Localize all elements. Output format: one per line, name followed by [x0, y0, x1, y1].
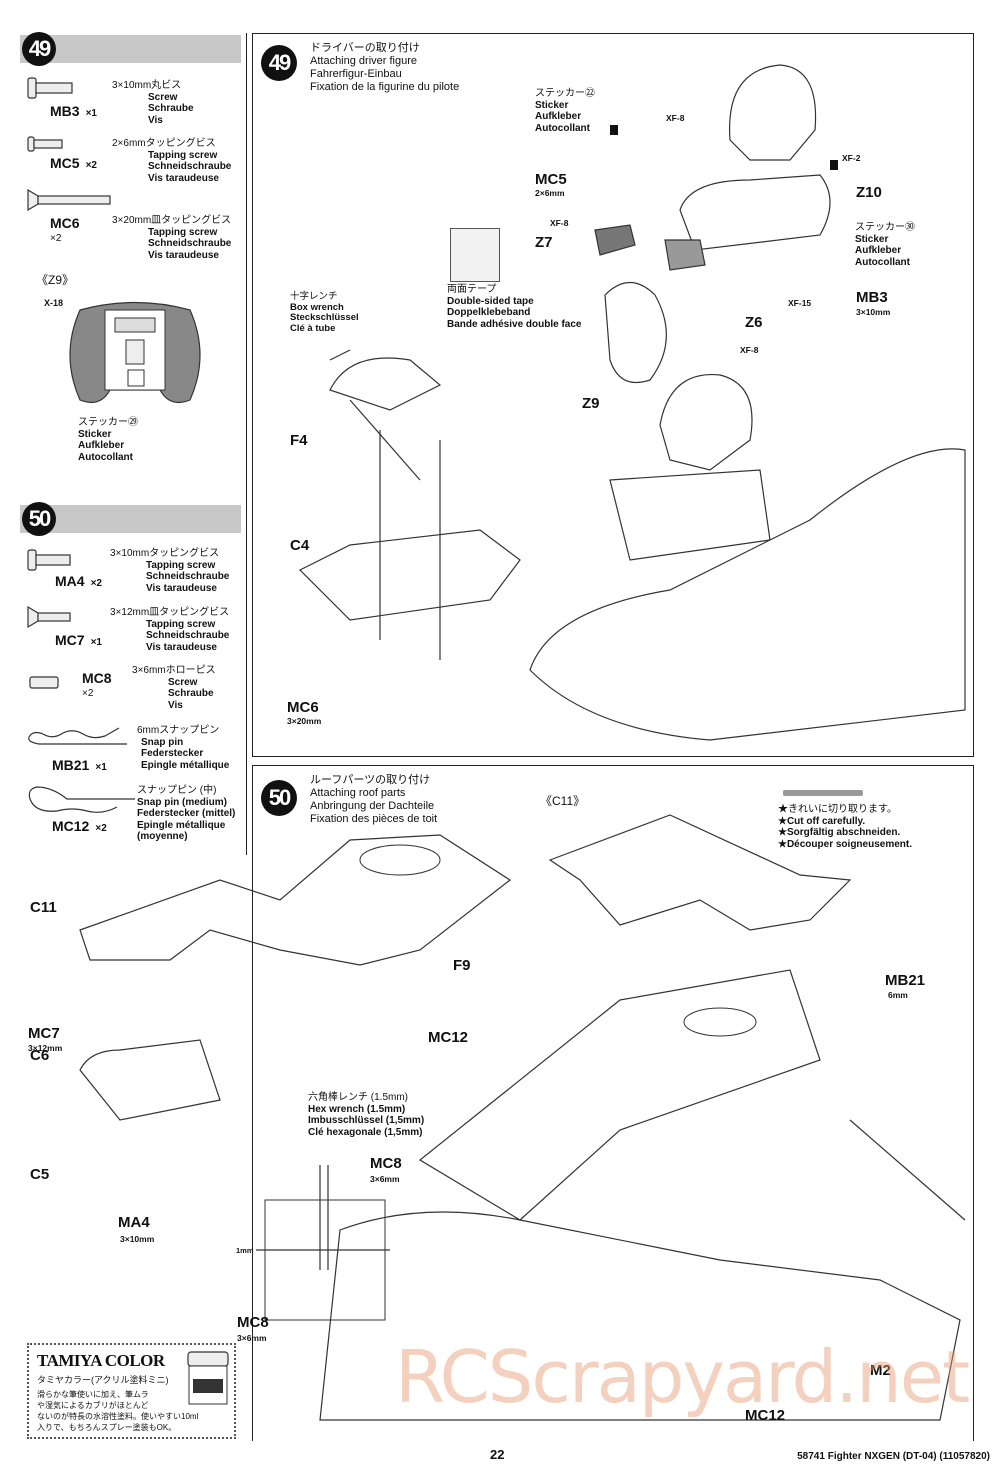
- screw-mc5-icon: [27, 136, 63, 152]
- label-z10: Z10: [856, 184, 882, 201]
- chassis-with-driver-illustration: [298, 349, 966, 741]
- part-qty-mc8: ×2: [82, 688, 94, 699]
- label-mb3-size: 3×10mm: [856, 307, 891, 317]
- label-c5: C5: [30, 1166, 50, 1183]
- screw-ma4-icon: [27, 549, 71, 571]
- part-code-mc12: MC12×2: [52, 818, 107, 834]
- label-f9: F9: [453, 957, 471, 974]
- paint-jar-illustration: [187, 1351, 229, 1405]
- hobby-knife-icon: [783, 790, 863, 796]
- left-column-divider: [246, 33, 247, 855]
- label-1mm: 1mm: [236, 1246, 254, 1255]
- part-code-mb21: MB21×1: [52, 757, 107, 773]
- label-ma4-size: 3×10mm: [120, 1234, 155, 1244]
- driver-figure-exploded-illustration: [594, 64, 838, 384]
- label-xf8-a: XF-8: [666, 113, 685, 123]
- tamiya-color-title: TAMIYA COLOR: [37, 1351, 165, 1370]
- double-sided-tape-swatch: [450, 228, 500, 282]
- part-code-mc5: MC5×2: [50, 155, 97, 171]
- label-mc8-a-size: 3×6mm: [370, 1174, 400, 1184]
- label-z7: Z7: [535, 234, 553, 251]
- part-code-mb3: MB3×1: [50, 103, 97, 119]
- label-mc5-size: 2×6mm: [535, 188, 565, 198]
- cut-off-note: ★きれいに切り取ります。★Cut off carefully.★Sorgfält…: [778, 804, 912, 850]
- paint-x18: X-18: [44, 298, 64, 308]
- part-code-mc8: MC8: [82, 670, 112, 686]
- label-m2: M2: [870, 1362, 891, 1379]
- panel50-badge: 50: [261, 780, 297, 816]
- label-mc6-size: 3×20mm: [287, 716, 322, 726]
- label-ma4: MA4: [118, 1214, 150, 1231]
- step49-parts-header: [20, 35, 241, 63]
- part-code-mc6: MC6: [50, 215, 80, 231]
- label-z6: Z6: [745, 314, 763, 331]
- screw-mc8-icon: [29, 676, 59, 689]
- label-mc6: MC6: [287, 699, 319, 716]
- label-mc12-b: MC12: [745, 1407, 786, 1424]
- label-xf8-b: XF-8: [550, 218, 569, 228]
- label-mb3: MB3: [856, 289, 888, 306]
- steering-wheel-z9-illustration: [69, 301, 201, 403]
- label-xf2: XF-2: [842, 153, 861, 163]
- label-c4: C4: [290, 537, 310, 554]
- z9-detail-title: 《Z9》: [36, 273, 75, 287]
- part-desc-mc12: スナップピン (中)Snap pin (medium)Federstecker …: [137, 785, 236, 842]
- tamiya-color-subtitle: タミヤカラー(アクリル塗料ミニ): [37, 1375, 169, 1385]
- label-xf8-c: XF-8: [740, 345, 759, 355]
- step50-parts-header: [20, 505, 241, 533]
- page-number: 22: [490, 1447, 505, 1462]
- label-xf15: XF-15: [788, 298, 812, 308]
- screw-mc7-icon: [27, 605, 71, 629]
- part-qty-mc6: ×2: [50, 233, 62, 244]
- step49-badge: 49: [22, 32, 56, 66]
- hex-wrench-label: 六角棒レンチ (1.5mm)Hex wrench (1.5mm)Imbussch…: [308, 1092, 425, 1138]
- screw-mc6-icon: [27, 188, 111, 212]
- panel49-badge: 49: [261, 45, 297, 81]
- c11-detail-title: 《C11》: [540, 794, 586, 808]
- label-mc12-a: MC12: [428, 1029, 469, 1046]
- label-mc7-size: 3×12mm: [28, 1043, 63, 1053]
- label-mc8-b-size: 3×6mm: [237, 1333, 267, 1343]
- label-mc8-b: MC8: [237, 1314, 269, 1331]
- label-mc5: MC5: [535, 171, 567, 188]
- roof-parts-exploded-illustration: [79, 814, 966, 1421]
- label-mb21: MB21: [885, 972, 926, 989]
- label-c11: C11: [30, 899, 57, 916]
- tamiya-color-ad: TAMIYA COLOR タミヤカラー(アクリル塗料ミニ) 滑らかな筆使いに加え…: [27, 1343, 236, 1439]
- label-mb21-size: 6mm: [888, 990, 908, 1000]
- part-code-ma4: MA4×2: [55, 573, 102, 589]
- label-mc7: MC7: [28, 1025, 60, 1042]
- snap-pin-mb21-icon: [28, 727, 127, 745]
- part-code-mc7: MC7×1: [55, 632, 102, 648]
- step50-badge: 50: [22, 502, 56, 536]
- snap-pin-mc12-icon: [28, 786, 135, 813]
- tamiya-color-body: 滑らかな筆使いに加え、筆ムラや湿気によるカブリがほとんどないのが特長の水溶性塗料…: [37, 1390, 199, 1432]
- step49-panel: [252, 33, 974, 757]
- watermark: RCScrapyard.net: [395, 1335, 970, 1419]
- product-code: 58741 Fighter NXGEN (DT-04) (11057820): [797, 1451, 990, 1462]
- label-z9: Z9: [582, 395, 600, 412]
- label-c6: C6: [30, 1047, 50, 1064]
- step50-panel: [252, 765, 974, 1441]
- label-f4: F4: [290, 432, 308, 449]
- screw-mb3-icon: [27, 77, 73, 99]
- label-mc8-a: MC8: [370, 1155, 402, 1172]
